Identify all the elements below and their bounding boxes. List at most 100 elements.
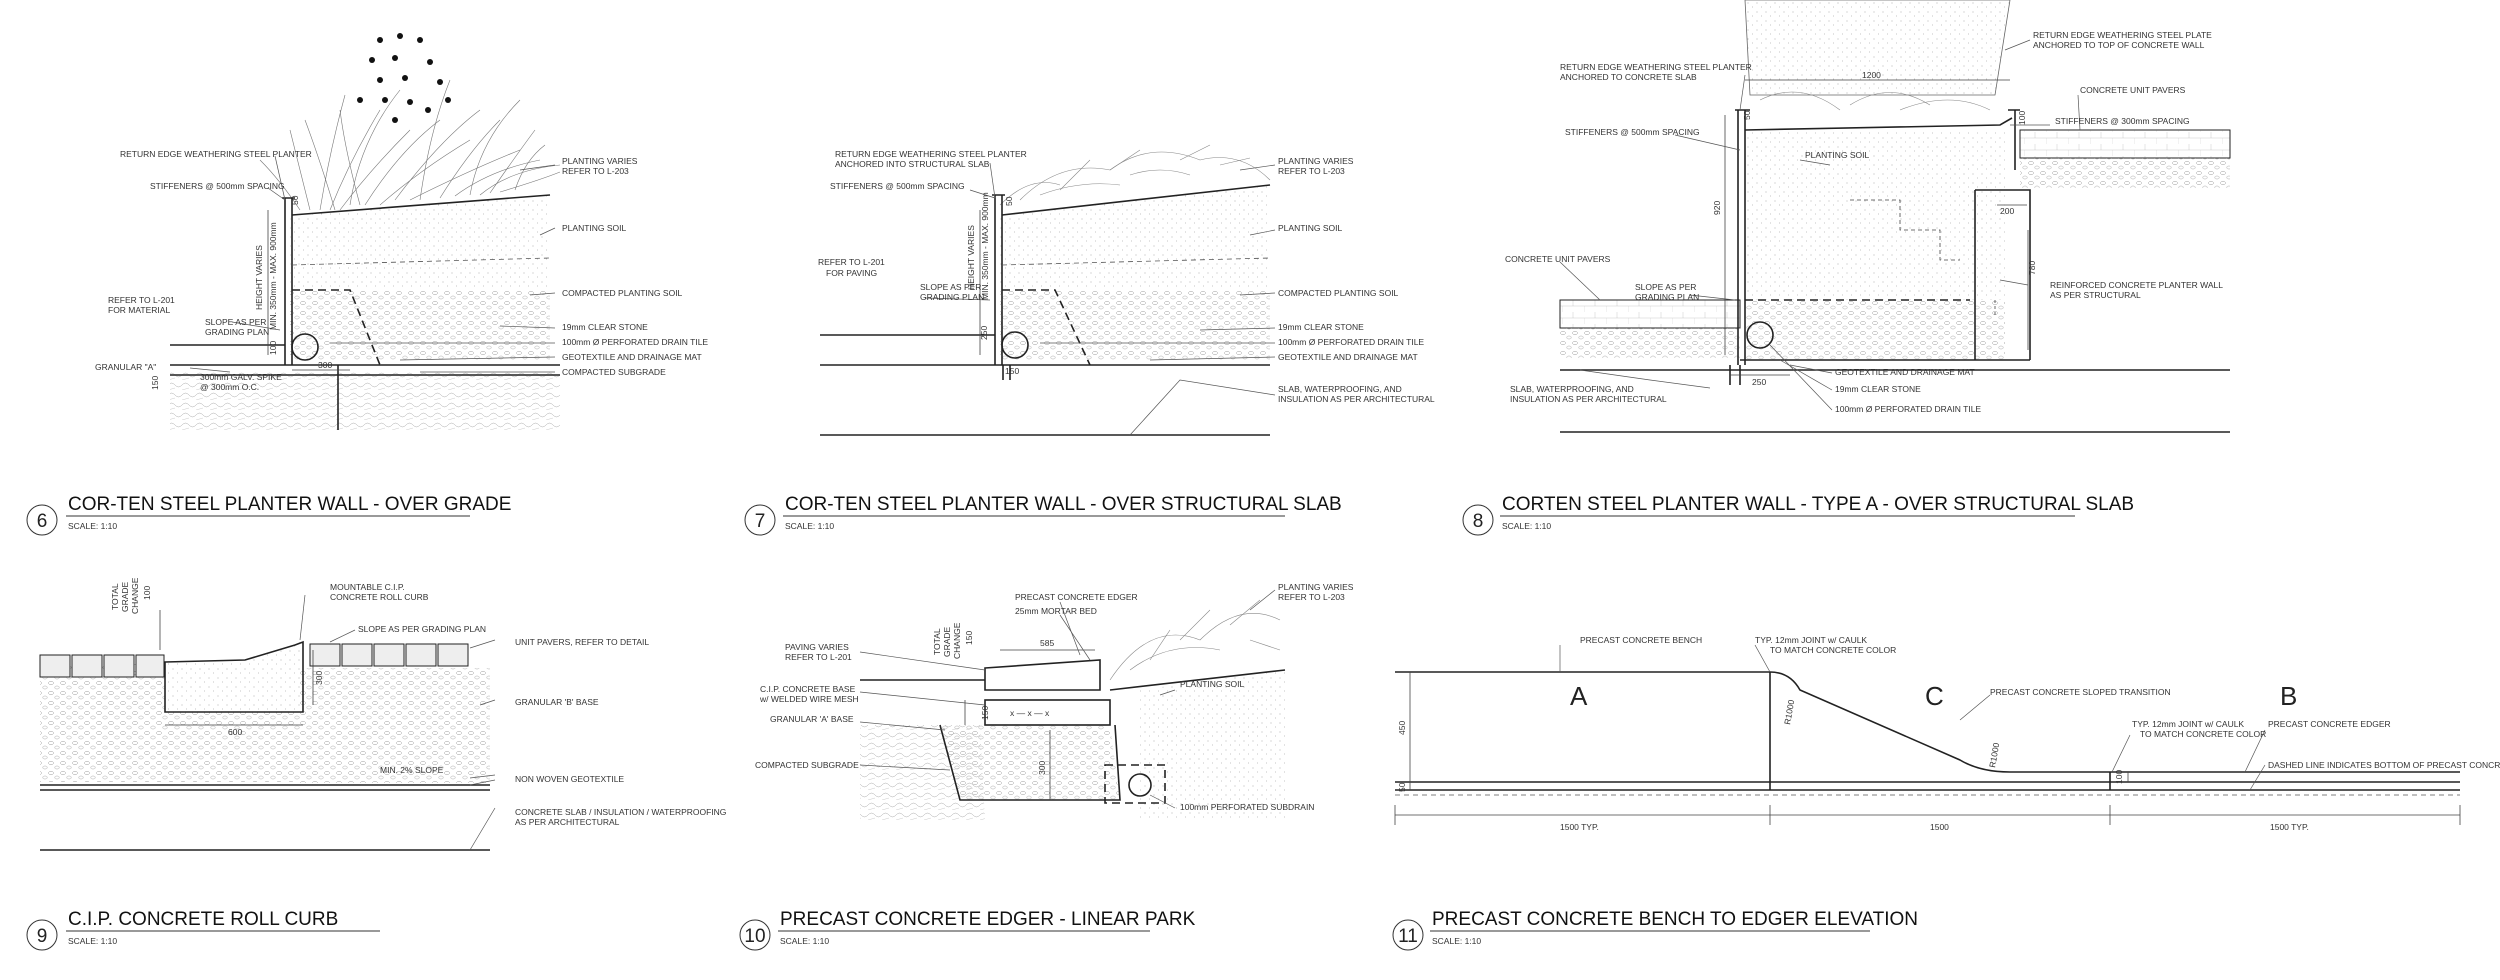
soil-surface-8 bbox=[1744, 117, 2013, 131]
note-10-paving-varies-2: REFER TO L-201 bbox=[785, 652, 852, 662]
note-10-total-grade-2: GRADE bbox=[942, 626, 952, 657]
subdrain-circle-10 bbox=[1128, 773, 1152, 797]
dims-10 bbox=[964, 649, 1095, 800]
dim-11-1500: 1500 bbox=[1930, 822, 1949, 832]
note-9-mountable-1: MOUNTABLE C.I.P. bbox=[330, 582, 405, 592]
steel-wall bbox=[282, 197, 295, 365]
soil-surface-line bbox=[291, 194, 551, 216]
note-7-compacted-planting-soil: COMPACTED PLANTING SOIL bbox=[1278, 288, 1399, 298]
dim-7-50: 50 bbox=[1004, 196, 1014, 206]
drain-tile-circle bbox=[291, 333, 319, 361]
note-7-slab-1: SLAB, WATERPROOFING, AND bbox=[1278, 384, 1402, 394]
label-a-11: A bbox=[1570, 681, 1588, 711]
dim-9-600: 600 bbox=[228, 727, 242, 737]
detail-title-11: PRECAST CONCRETE BENCH TO EDGER ELEVATIO… bbox=[1432, 909, 1918, 930]
title-block-11: 11 PRECAST CONCRETE BENCH TO EDGER ELEVA… bbox=[1392, 909, 1918, 951]
detail-number-11: 11 bbox=[1398, 926, 1418, 947]
dim-8-1200: 1200 bbox=[1862, 70, 1881, 80]
note-7-drain-tile: 100mm Ø PERFORATED DRAIN TILE bbox=[1278, 337, 1424, 347]
detail-8: RETURN EDGE WEATHERING STEEL PLATE ANCHO… bbox=[1505, 0, 2231, 433]
note-7-refer-l201-1: REFER TO L-201 bbox=[818, 257, 885, 267]
detail-number-circle-10 bbox=[739, 919, 771, 951]
note-10-total-grade-4: 150 bbox=[964, 631, 974, 645]
grade-lines-10 bbox=[860, 669, 1286, 691]
steel-wall-7 bbox=[992, 194, 1005, 365]
dim-11-100: 100 bbox=[2114, 770, 2124, 784]
geotextile-line-9 bbox=[40, 784, 490, 791]
note-10-planting-soil: PLANTING SOIL bbox=[1180, 679, 1245, 689]
note-6-slope-2: GRADING PLAN bbox=[205, 327, 269, 337]
note-9-non-woven: NON WOVEN GEOTEXTILE bbox=[515, 774, 624, 784]
stone-boundary-line bbox=[292, 289, 381, 366]
grade-lines bbox=[170, 344, 560, 366]
soil-surface-line-7 bbox=[1001, 184, 1271, 216]
note-8-slab-2: INSULATION AS PER ARCHITECTURAL bbox=[1510, 394, 1667, 404]
detail-11-leaders bbox=[1559, 644, 2266, 791]
detail-10: x — x — x PRECAST CONCRETE EDGER 25mm MO… bbox=[755, 582, 1354, 820]
detail-title-6: COR-TEN STEEL PLANTER WALL - OVER GRADE bbox=[68, 494, 511, 515]
cip-base-10 bbox=[984, 699, 1111, 726]
title-block-8: 8 CORTEN STEEL PLANTER WALL - TYPE A - O… bbox=[1462, 494, 2134, 536]
note-6-planting-varies-2: REFER TO L-203 bbox=[562, 166, 629, 176]
detail-number-circle-8 bbox=[1462, 504, 1494, 536]
note-6-refer-l201-1: REFER TO L-201 bbox=[108, 295, 175, 305]
dim-8-780: 780 bbox=[2027, 261, 2037, 275]
note-7-slab-2: INSULATION AS PER ARCHITECTURAL bbox=[1278, 394, 1435, 404]
note-6-stiffeners: STIFFENERS @ 500mm SPACING bbox=[150, 181, 285, 191]
dim-10-300: 300 bbox=[1037, 761, 1047, 775]
stone-boundary-7 bbox=[1002, 289, 1091, 366]
note-9-mountable-2: CONCRETE ROLL CURB bbox=[330, 592, 429, 602]
note-10-total-grade-1: TOTAL bbox=[932, 628, 942, 655]
note-9-slab-2: AS PER ARCHITECTURAL bbox=[515, 817, 620, 827]
note-11-joint-2-b: TO MATCH CONCRETE COLOR bbox=[2140, 729, 2266, 739]
detail-scale-11: SCALE: 1:10 bbox=[1432, 936, 1481, 946]
detail-number-circle-9 bbox=[26, 919, 58, 951]
note-8-unit-pavers-2: CONCRETE UNIT PAVERS bbox=[1505, 254, 1611, 264]
note-6-slope-1: SLOPE AS PER bbox=[205, 317, 266, 327]
detail-8-leaders bbox=[1559, 39, 2081, 411]
note-10-paving-varies-1: PAVING VARIES bbox=[785, 642, 849, 652]
note-7-slope-1: SLOPE AS PER bbox=[920, 282, 981, 292]
dim-6-100: 100 bbox=[268, 341, 278, 355]
detail-number-10: 10 bbox=[744, 926, 765, 947]
dim-11-1500-typ-1: 1500 TYP. bbox=[1560, 822, 1599, 832]
note-8-geotextile: GEOTEXTILE AND DRAINAGE MAT bbox=[1835, 367, 1975, 377]
note-10-subdrain: 100mm PERFORATED SUBDRAIN bbox=[1180, 802, 1314, 812]
note-8-drain-tile: 100mm Ø PERFORATED DRAIN TILE bbox=[1835, 404, 1981, 414]
base-right-8 bbox=[2020, 158, 2230, 188]
note-10-mortar-bed: 25mm MORTAR BED bbox=[1015, 606, 1097, 616]
clear-stone-fill bbox=[290, 290, 550, 360]
note-9-total-grade-3: CHANGE bbox=[130, 577, 140, 614]
dim-8-50: 50 bbox=[1742, 110, 1752, 120]
detail-number-circle-11 bbox=[1392, 919, 1424, 951]
pavers-right-8 bbox=[2019, 129, 2231, 159]
grade-lines-7 bbox=[820, 334, 1270, 366]
note-7-slope-2: GRADING PLAN bbox=[920, 292, 984, 302]
note-7-return-edge-1: RETURN EDGE WEATHERING STEEL PLANTER bbox=[835, 149, 1027, 159]
detail-title-10: PRECAST CONCRETE EDGER - LINEAR PARK bbox=[780, 909, 1196, 930]
dimension-lines-11 bbox=[1394, 672, 2461, 825]
base-left-8 bbox=[1560, 328, 1740, 358]
note-7-height-1: HEIGHT VARIES bbox=[966, 225, 976, 290]
concrete-wall-8 bbox=[1740, 189, 2031, 361]
granular-fill-9 bbox=[300, 668, 490, 783]
pavers-9 bbox=[39, 643, 469, 678]
note-11-joint-1-b: TO MATCH CONCRETE COLOR bbox=[1770, 645, 1896, 655]
dim-11-r1000-1: R1000 bbox=[1782, 699, 1796, 726]
note-9-granular-b: GRANULAR 'B' BASE bbox=[515, 697, 599, 707]
note-7-height-2: MIN. 350mm - MAX. 900mm bbox=[980, 192, 990, 300]
note-6-height-1: HEIGHT VARIES bbox=[254, 245, 264, 310]
note-10-planting-varies-2: REFER TO L-203 bbox=[1278, 592, 1345, 602]
dim-8-200: 200 bbox=[2000, 206, 2014, 216]
clear-stone-fill-8 bbox=[1745, 300, 2005, 360]
excavation-outline-10 bbox=[939, 724, 1121, 801]
note-7-refer-l201-2: FOR PAVING bbox=[826, 268, 877, 278]
dim-7-250: 250 bbox=[979, 326, 989, 340]
label-c-11: C bbox=[1925, 681, 1944, 711]
dims-9 bbox=[159, 610, 314, 726]
note-6-geotextile: GEOTEXTILE AND DRAINAGE MAT bbox=[562, 352, 702, 362]
planting-grass-graphic bbox=[259, 79, 561, 211]
dim-11-50: 50 bbox=[1397, 782, 1407, 792]
dim-6-300: 300 bbox=[318, 360, 332, 370]
